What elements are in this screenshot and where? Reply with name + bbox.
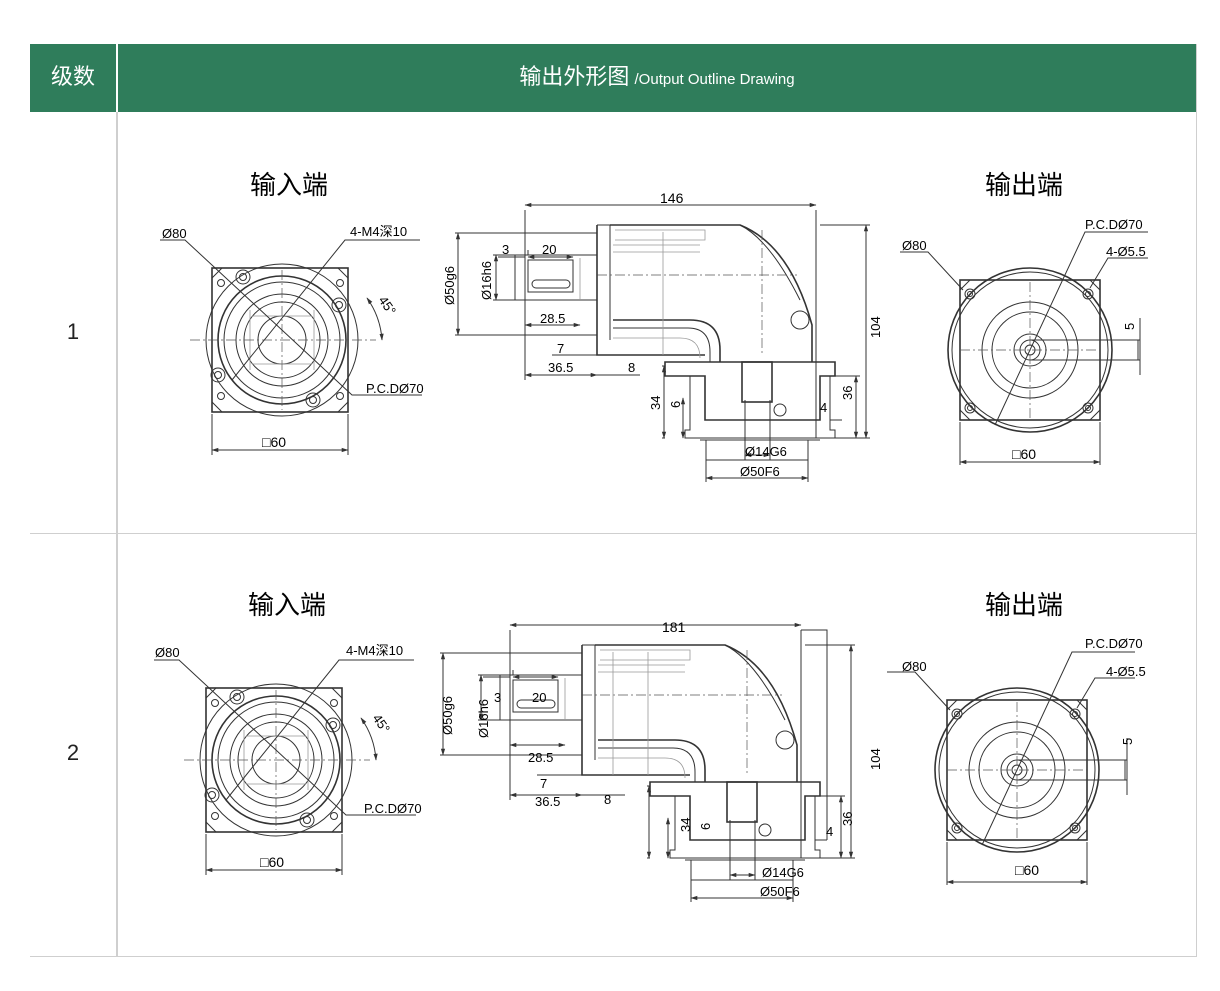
- stage-2-input-holes: 4-M4深10: [346, 643, 403, 658]
- stage-1-pilot-dia: Ø50F6: [740, 464, 780, 479]
- stage-1-output-square: □60: [1012, 446, 1036, 462]
- stage-2-output-key: 5: [1120, 738, 1135, 745]
- stage-2-dim-4: 4: [826, 824, 833, 839]
- stage-2-output-holes: 4-Ø5.5: [1106, 664, 1146, 679]
- stage-1-output-view: [900, 232, 1148, 465]
- stage-1-dim-28-5: 28.5: [540, 311, 565, 326]
- stage-1-side-view: [455, 205, 870, 482]
- stage-1-dim-3: 3: [502, 242, 509, 257]
- stage-1-height-104: 104: [868, 316, 883, 338]
- stage-1-dim-36: 36: [840, 386, 855, 400]
- header-drawing: 输出外形图 /Output Outline Drawing: [118, 44, 1196, 112]
- column-divider: [116, 112, 118, 956]
- stage-2-input-pcd: P.C.DØ70: [364, 801, 422, 816]
- header-drawing-en: /Output Outline Drawing: [634, 71, 795, 88]
- stage-2-dim-34: 34: [678, 818, 693, 832]
- stage-2-drawings: 输入端 Ø80 4-M4深10 45° P.C.DØ70 □60 181 Ø50…: [154, 590, 1146, 902]
- stage-2-input-title: 输入端: [248, 590, 326, 620]
- stage-1-dim-8: 8: [628, 360, 635, 375]
- stage-2-dim-20: 20: [532, 690, 546, 705]
- stage-2-dim-36-5: 36.5: [535, 794, 560, 809]
- stage-2-dim-7: 7: [540, 776, 547, 791]
- row-divider: [30, 533, 1196, 534]
- stage-2-flange-dia: Ø50g6: [440, 696, 455, 735]
- stage-1-input-angle: 45°: [376, 293, 400, 318]
- stage-2-shaft-dia: Ø16h6: [476, 699, 491, 738]
- stage-2-input-square: □60: [260, 854, 284, 870]
- stage-2-output-dia: Ø80: [902, 659, 927, 674]
- stage-1-input-holes: 4-M4深10: [350, 224, 407, 239]
- stage-2-dim-36: 36: [840, 812, 855, 826]
- stage-1-dim-34: 34: [648, 396, 663, 410]
- stage-2-output-view: [887, 652, 1135, 885]
- stage-1-dim-7: 7: [557, 341, 564, 356]
- stage-1-output-pcd: P.C.DØ70: [1085, 217, 1143, 232]
- stage-1-output-title: 输出端: [985, 170, 1063, 200]
- stage-2-dim-28-5: 28.5: [528, 750, 553, 765]
- outline-table: 级数 输出外形图 /Output Outline Drawing 1 2: [30, 44, 1197, 957]
- stage-2-dim-8: 8: [604, 792, 611, 807]
- stage-2-side-view: [440, 625, 855, 902]
- stage-2-output-title: 输出端: [985, 590, 1063, 620]
- stage-1-input-pcd: P.C.DØ70: [366, 381, 424, 396]
- stage-1-overall-length: 146: [660, 190, 684, 206]
- stage-1-dim-20: 20: [542, 242, 556, 257]
- stage-2-input-view: [154, 660, 416, 875]
- stage-2-pilot-dia: Ø50F6: [760, 884, 800, 899]
- stage-1-shaft-dia: Ø16h6: [479, 261, 494, 300]
- stage-1-output-holes: 4-Ø5.5: [1106, 244, 1146, 259]
- stage-2-output-pcd: P.C.DØ70: [1085, 636, 1143, 651]
- stage-1-output-dia: Ø80: [902, 238, 927, 253]
- stage-1-input-dia: Ø80: [162, 226, 187, 241]
- stage-2-bore-dia: Ø14G6: [762, 865, 804, 880]
- stage-1-dim-4: 4: [820, 400, 827, 415]
- stage-2-input-angle: 45°: [370, 711, 394, 736]
- stage-2-input-dia: Ø80: [155, 645, 180, 660]
- stage-1-number: 1: [66, 319, 80, 344]
- stage-1-flange-dia: Ø50g6: [442, 266, 457, 305]
- stage-2-dim-3: 3: [494, 690, 501, 705]
- stage-1-dim-36-5: 36.5: [548, 360, 573, 375]
- stage-2-output-square: □60: [1015, 862, 1039, 878]
- header-drawing-cn: 输出外形图: [519, 65, 630, 90]
- stage-1-output-key: 5: [1122, 323, 1137, 330]
- stage-1-input-square: □60: [262, 434, 286, 450]
- stage-2-dim-6: 6: [698, 823, 713, 830]
- table-header: 级数 输出外形图 /Output Outline Drawing: [30, 44, 1196, 112]
- stage-2-number: 2: [66, 740, 80, 765]
- stage-1-input-title: 输入端: [250, 170, 328, 200]
- stage-1-bore-dia: Ø14G6: [745, 444, 787, 459]
- stage-2-overall-length: 181: [662, 619, 686, 635]
- stage-1-dim-6: 6: [668, 401, 683, 408]
- stage-1-input-view: [160, 240, 422, 455]
- stage-2-height-104: 104: [868, 748, 883, 770]
- header-stage: 级数: [30, 44, 118, 112]
- stage-1-drawings: 输入端 Ø80 4-M4深10 45° P.C.DØ70 □60 146 Ø50…: [160, 170, 1148, 482]
